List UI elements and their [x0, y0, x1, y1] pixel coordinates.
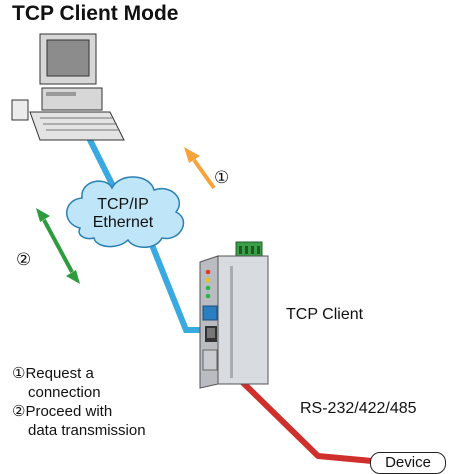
- legend-notes: ①Request a connection ②Proceed with data…: [12, 364, 146, 440]
- transmission-arrow: [36, 208, 80, 284]
- cloud-icon: [66, 176, 185, 248]
- device-box: Device: [370, 452, 446, 474]
- request-arrow: [184, 147, 216, 190]
- cloud-label-line2: Ethernet: [92, 214, 154, 231]
- cloud-label: TCP/IP Ethernet: [82, 196, 164, 232]
- step-one-marker: ①: [214, 168, 230, 187]
- note-line-2: connection: [28, 384, 101, 401]
- note-line-3: ②Proceed with: [12, 403, 113, 420]
- serial-interface-label: RS-232/422/485: [300, 400, 417, 417]
- ethernet-cable: [82, 127, 209, 333]
- nport-device-icon: [199, 241, 269, 389]
- note-line-1: ①Request a: [12, 365, 94, 382]
- computer-icon: [11, 33, 125, 141]
- page-title: TCP Client Mode: [12, 2, 179, 25]
- cloud-label-line1: TCP/IP: [97, 196, 149, 213]
- tcp-client-label: TCP Client: [286, 306, 364, 323]
- note-line-4: data transmission: [28, 422, 146, 439]
- serial-cable: [229, 369, 375, 464]
- step-two-marker: ②: [16, 250, 32, 269]
